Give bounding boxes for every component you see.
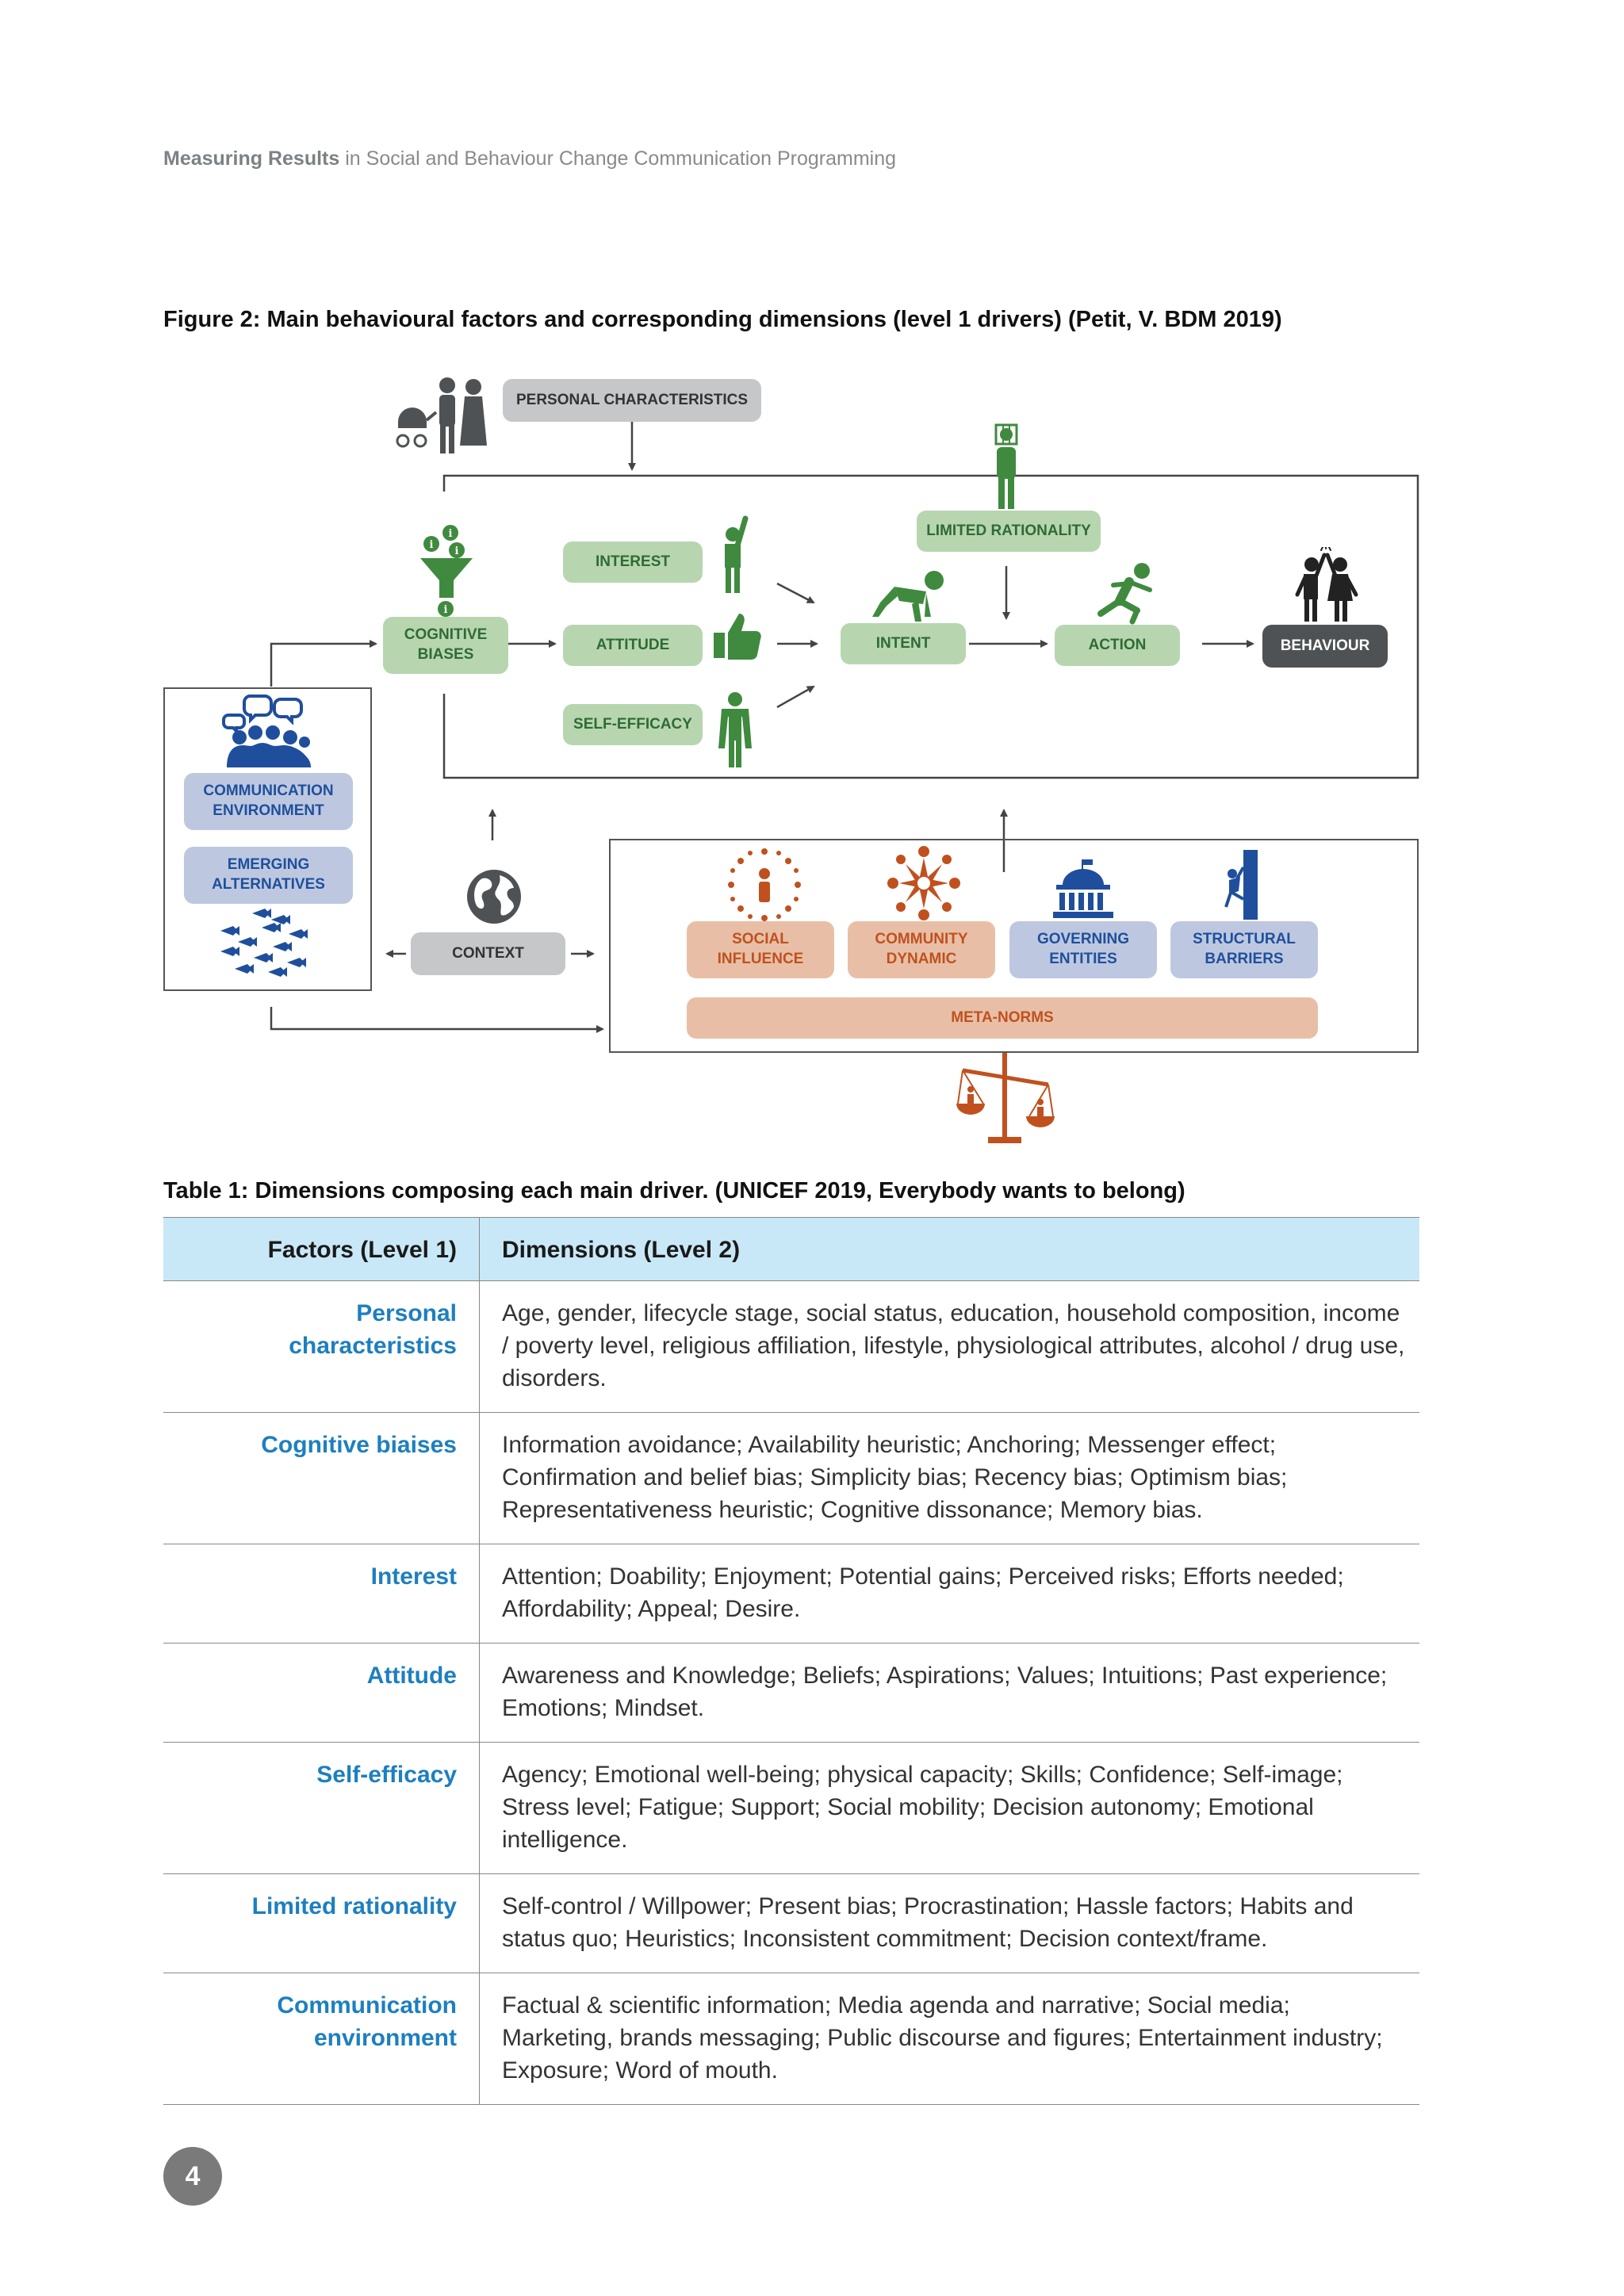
globe-icon bbox=[467, 870, 521, 924]
table-row: Interest Attention; Doability; Enjoyment… bbox=[163, 1544, 1419, 1644]
table-caption: Table 1: Dimensions composing each main … bbox=[163, 1178, 1185, 1203]
page-number: 4 bbox=[163, 2147, 222, 2206]
crouching-person-icon bbox=[872, 571, 944, 622]
community-circle-icon bbox=[887, 846, 960, 920]
context-box: CONTEXT bbox=[411, 932, 565, 975]
table-row: Communication environment Factual & scie… bbox=[163, 1973, 1419, 2105]
self-efficacy-box: SELF-EFFICACY bbox=[563, 704, 703, 745]
caged-head-person-icon bbox=[994, 423, 1018, 509]
running-header: Measuring Results in Social and Behaviou… bbox=[163, 147, 896, 170]
running-header-rest: in Social and Behaviour Change Communica… bbox=[345, 147, 897, 170]
limited-rationality-box: LIMITED RATIONALITY bbox=[917, 511, 1101, 552]
government-building-icon bbox=[1053, 859, 1113, 918]
factor-cell: Limited rationality bbox=[163, 1873, 480, 1973]
social-frame bbox=[609, 839, 1419, 1053]
dimensions-cell: Attention; Doability; Enjoyment; Potenti… bbox=[479, 1544, 1419, 1644]
raising-hand-person-icon bbox=[725, 515, 749, 593]
thumbs-up-icon bbox=[714, 614, 761, 660]
community-dynamic-box: COMMUNITY DYNAMIC bbox=[848, 921, 995, 978]
factor-cell: Communication environment bbox=[163, 1973, 480, 2105]
emerging-alternatives-box: EMERGING ALTERNATIVES bbox=[184, 847, 353, 904]
dimensions-cell: Agency; Emotional well-being; physical c… bbox=[479, 1742, 1419, 1874]
table-row: Cognitive biaises Information avoidance;… bbox=[163, 1412, 1419, 1544]
scales-icon bbox=[956, 1053, 1055, 1143]
svg-text:i: i bbox=[444, 604, 448, 616]
diagram-connectors bbox=[270, 422, 1419, 1033]
interest-box: INTEREST bbox=[563, 541, 703, 583]
running-person-icon bbox=[1097, 563, 1152, 625]
svg-text:i: i bbox=[430, 539, 434, 551]
environment-frame bbox=[163, 687, 372, 991]
attitude-box: ATTITUDE bbox=[563, 625, 703, 666]
factor-cell: Personal characteristics bbox=[163, 1280, 480, 1413]
table-row: Attitude Awareness and Knowledge; Belief… bbox=[163, 1643, 1419, 1743]
factor-cell: Self-efficacy bbox=[163, 1742, 480, 1874]
intent-box: INTENT bbox=[841, 623, 966, 664]
fish-school-icon bbox=[220, 909, 308, 977]
svg-text:i: i bbox=[449, 528, 453, 540]
factor-cell: Interest bbox=[163, 1544, 480, 1644]
social-influence-box: SOCIAL INFLUENCE bbox=[687, 921, 834, 978]
family-icon bbox=[396, 377, 487, 453]
cognitive-biases-box: COGNITIVE BIASES bbox=[383, 617, 508, 674]
dimensions-cell: Self-control / Willpower; Present bias; … bbox=[479, 1873, 1419, 1973]
table-row: Self-efficacy Agency; Emotional well-bei… bbox=[163, 1742, 1419, 1874]
governing-entities-box: GOVERNING ENTITIES bbox=[1009, 921, 1157, 978]
dimensions-cell: Information avoidance; Availability heur… bbox=[479, 1412, 1419, 1544]
personal-characteristics-box: PERSONAL CHARACTERISTICS bbox=[503, 379, 761, 422]
header-factors: Factors (Level 1) bbox=[163, 1217, 480, 1281]
table-row: Personal characteristics Age, gender, li… bbox=[163, 1280, 1419, 1413]
factor-cell: Cognitive biaises bbox=[163, 1412, 480, 1544]
meta-norms-box: META-NORMS bbox=[687, 997, 1318, 1039]
running-header-bold: Measuring Results bbox=[163, 147, 340, 170]
cape-person-icon bbox=[718, 692, 752, 767]
structural-barriers-box: STRUCTURAL BARRIERS bbox=[1170, 921, 1318, 978]
figure-caption: Figure 2: Main behavioural factors and c… bbox=[163, 307, 1282, 332]
dimensions-table: Factors (Level 1) Dimensions (Level 2) P… bbox=[163, 1217, 1419, 2105]
table-header-row: Factors (Level 1) Dimensions (Level 2) bbox=[163, 1217, 1419, 1281]
communication-environment-box: COMMUNICATION ENVIRONMENT bbox=[184, 773, 353, 830]
factor-cell: Attitude bbox=[163, 1643, 480, 1743]
header-dimensions: Dimensions (Level 2) bbox=[479, 1217, 1419, 1281]
climber-icon bbox=[1224, 850, 1258, 920]
behaviour-box: BEHAVIOUR bbox=[1262, 625, 1388, 668]
action-box: ACTION bbox=[1055, 625, 1180, 666]
social-burst-icon bbox=[728, 848, 801, 921]
behaviour-diagram: PERSONAL CHARACTERISTICS LIMITED RATIONA… bbox=[163, 377, 1419, 1143]
individual-frame bbox=[442, 474, 1419, 779]
dimensions-cell: Age, gender, lifecycle stage, social sta… bbox=[479, 1280, 1419, 1413]
svg-text:i: i bbox=[455, 545, 459, 557]
table-row: Limited rationality Self-control / Willp… bbox=[163, 1873, 1419, 1973]
dimensions-cell: Awareness and Knowledge; Beliefs; Aspira… bbox=[479, 1643, 1419, 1743]
dimensions-cell: Factual & scientific information; Media … bbox=[479, 1973, 1419, 2105]
high-five-couple-icon bbox=[1295, 547, 1358, 622]
crowd-speech-icon bbox=[222, 695, 311, 767]
